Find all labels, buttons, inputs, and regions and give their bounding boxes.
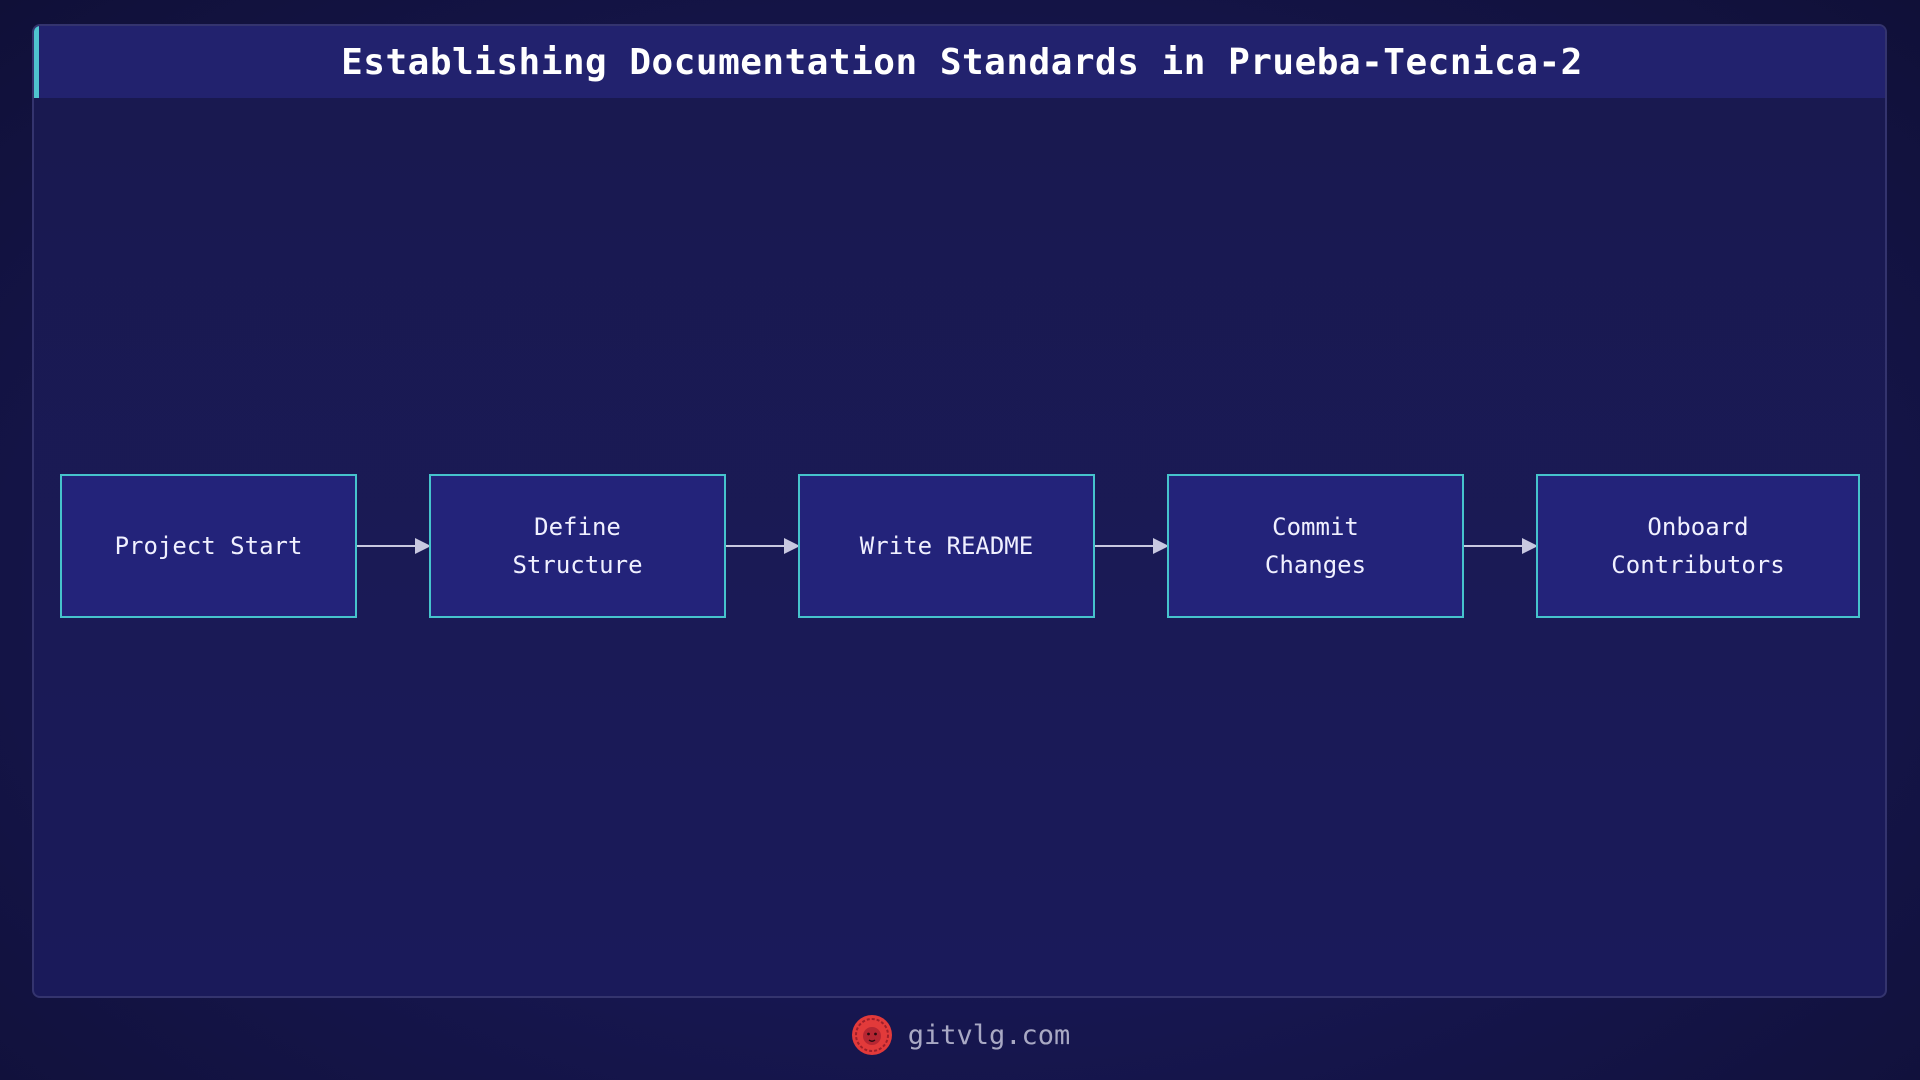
node-commit-changes: Commit Changes (1167, 474, 1464, 618)
footer-site-text: gitvlg.com (907, 1019, 1071, 1051)
node-label: Define Structure (512, 513, 643, 579)
node-label: Onboard Contributors (1611, 513, 1785, 579)
footer: gitvlg.com (0, 1012, 1920, 1058)
node-write-readme: Write README (798, 474, 1095, 618)
node-onboard-contributors: Onboard Contributors (1536, 474, 1860, 618)
diagram-title: Establishing Documentation Standards in … (341, 41, 1583, 83)
node-project-start: Project Start (60, 474, 357, 618)
node-label: Write README (859, 532, 1034, 560)
title-bar: Establishing Documentation Standards in … (34, 26, 1885, 98)
lion-head-icon (851, 1015, 892, 1055)
node-label: Commit Changes (1264, 513, 1367, 579)
node-label: Project Start (114, 532, 303, 560)
node-define-structure: Define Structure (429, 474, 726, 618)
